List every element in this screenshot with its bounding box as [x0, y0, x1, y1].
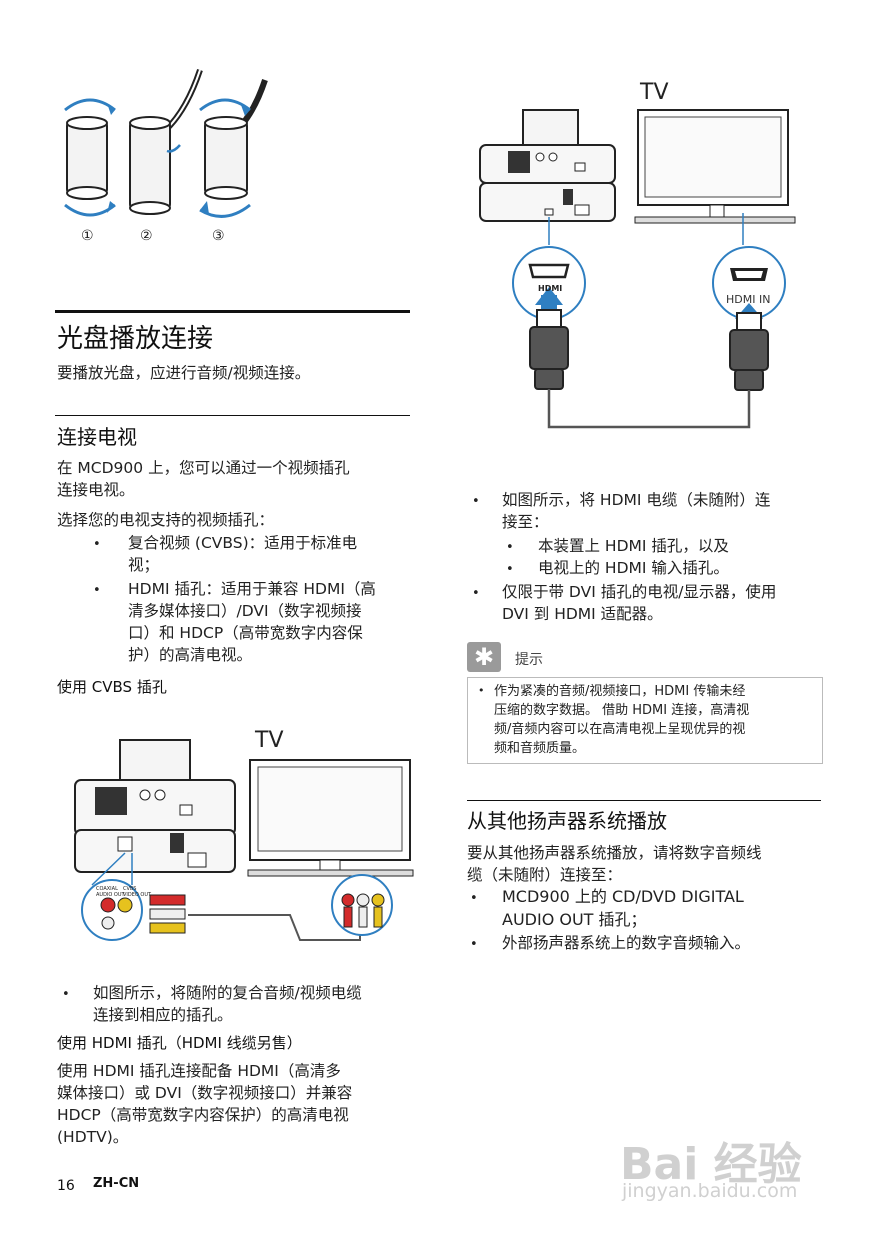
hdmi-connection-diagram — [479, 109, 796, 429]
step-3-label: ③ — [212, 228, 225, 244]
tip-text-line: 频和音频质量。 — [494, 741, 586, 756]
baidu-watermark-logo: Bai 经验 — [620, 1139, 802, 1190]
para-line: 选择您的电视支持的视频插孔： — [57, 511, 275, 529]
bullet-text: 护）的高清电视。 — [128, 646, 253, 664]
tv-hdmi-in-label: HDMI IN — [726, 293, 771, 306]
bullet-dot: • — [93, 583, 101, 598]
bullet-dot: • — [470, 937, 478, 952]
hdmi-para-line: 使用 HDMI 插孔连接配备 HDMI（高清多 — [57, 1062, 341, 1080]
bullet-dot: • — [478, 684, 485, 697]
coaxial-jack-label: COAXIAL AUDIO OUT — [96, 886, 125, 898]
speakers-bullet-line: 外部扬声器系统上的数字音频输入。 — [502, 934, 751, 952]
tip-box — [467, 677, 823, 764]
speakers-bullet-line: MCD900 上的 CD/DVD DIGITAL — [502, 887, 744, 906]
hdmi-step-line: 如图所示，将 HDMI 电缆（未随附）连 — [502, 491, 771, 509]
bullet-dot: • — [506, 562, 514, 577]
ferrite-step-3 — [199, 79, 268, 218]
tv-label-hdmi: TV — [640, 80, 669, 105]
ferrite-core-diagram — [64, 69, 268, 218]
baidu-watermark-url: jingyan.baidu.com — [622, 1180, 798, 1202]
language-code: ZH-CN — [93, 1176, 140, 1191]
hdmi-step-line: DVI 到 HDMI 适配器。 — [502, 605, 663, 623]
asterisk-tip-icon: ✱ — [467, 642, 501, 672]
subsection-rule — [55, 415, 410, 416]
bullet-dot: • — [472, 586, 480, 601]
cvbs-note-line: 连接到相应的插孔。 — [93, 1006, 233, 1024]
tv-label-cvbs: TV — [255, 728, 284, 753]
speakers-intro-line: 要从其他扬声器系统播放，请将数字音频线 — [467, 844, 762, 862]
cvbs-heading: 使用 CVBS 插孔 — [57, 678, 167, 696]
step-2-label: ② — [140, 228, 153, 244]
hdmi-heading: 使用 HDMI 插孔（HDMI 线缆另售） — [57, 1034, 302, 1052]
para-line: 连接电视。 — [57, 481, 135, 499]
tip-text-line: 压缩的数字数据。 借助 HDMI 连接，高清视 — [494, 703, 750, 718]
tip-text-line: 作为紧凑的音频/视频接口，HDMI 传输未经 — [494, 684, 746, 699]
hdmi-step-line: 接至： — [502, 513, 549, 531]
bullet-dot: • — [470, 891, 478, 906]
bullet-dot: • — [93, 537, 101, 552]
bullet-text: 视； — [128, 556, 160, 574]
bullet-text: 清多媒体接口）/DVI（数字视频接 — [128, 602, 362, 620]
hdmi-para-line: 媒体接口）或 DVI（数字视频接口）并兼容 — [57, 1084, 353, 1102]
subsection-rule — [467, 800, 821, 801]
hdmi-substep: 本装置上 HDMI 插孔，以及 — [538, 537, 729, 555]
cvbs-note-line: 如图所示，将随附的复合音频/视频电缆 — [93, 984, 362, 1002]
hdmi-para-line: HDCP（高带宽数字内容保护）的高清电视 — [57, 1106, 349, 1124]
ferrite-step-1 — [64, 98, 116, 217]
section-title-disc: 光盘播放连接 — [57, 324, 214, 354]
section-rule — [55, 310, 410, 313]
speakers-intro-line: 缆（未随附）连接至： — [467, 866, 623, 884]
bullet-dot: • — [62, 987, 70, 1002]
device-hdmi-port-label: HDMI — [538, 284, 563, 293]
hdmi-substep: 电视上的 HDMI 输入插孔。 — [538, 559, 729, 577]
page-number: 16 — [57, 1178, 75, 1194]
speakers-bullet-line: AUDIO OUT 插孔； — [502, 910, 647, 929]
cvbs-jack-label: CVBS VIDEO OUT — [123, 886, 152, 898]
bullet-text: 复合视频 (CVBS)：适用于标准电 — [128, 534, 358, 552]
bullet-dot: • — [472, 494, 480, 509]
cvbs-connection-diagram — [74, 739, 414, 941]
bullet-text: HDMI 插孔：适用于兼容 HDMI（高 — [128, 580, 376, 598]
para-line: 在 MCD900 上，您可以通过一个视频插孔 — [57, 459, 350, 477]
subsection-title-speakers: 从其他扬声器系统播放 — [467, 809, 667, 833]
step-1-label: ① — [81, 228, 94, 244]
tip-text-line: 频/音频内容可以在高清电视上呈现优异的视 — [494, 722, 746, 737]
section-intro: 要播放光盘，应进行音频/视频连接。 — [57, 364, 311, 382]
hdmi-para-line: (HDTV)。 — [57, 1128, 129, 1146]
bullet-text: 口）和 HDCP（高带宽数字内容保 — [128, 624, 363, 642]
tip-label: 提示 — [515, 652, 543, 668]
bullet-dot: • — [506, 540, 514, 555]
ferrite-step-2 — [129, 69, 203, 215]
hdmi-step-line: 仅限于带 DVI 插孔的电视/显示器，使用 — [502, 583, 777, 601]
subsection-title-tv: 连接电视 — [57, 425, 137, 449]
